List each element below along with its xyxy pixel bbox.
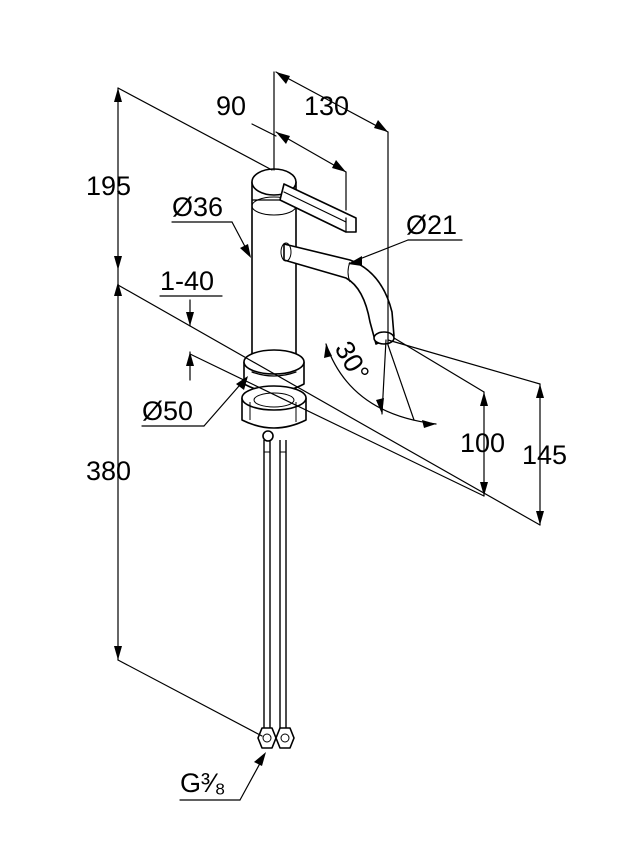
dim-130-label: 130 xyxy=(304,91,349,121)
hose-connectors xyxy=(257,727,295,749)
spout-angle-arc xyxy=(324,339,437,428)
right-dimension-lines xyxy=(387,337,544,526)
reach-dimension-lines xyxy=(251,71,389,346)
extension-line-bottom xyxy=(117,659,263,737)
extension-line-deck xyxy=(117,284,541,526)
supply-hoses xyxy=(263,440,287,730)
left-dimension-line xyxy=(114,87,122,661)
extension-line-base xyxy=(189,353,485,497)
base-diameter-leader xyxy=(141,376,248,427)
dim-1-40-label: 1-40 xyxy=(160,266,214,296)
mounting-nut xyxy=(241,385,307,442)
spout-diameter-leader xyxy=(348,239,463,266)
dim-d50-label: Ø50 xyxy=(142,396,193,426)
extension-line-top xyxy=(117,87,273,171)
dim-g38-label: G³⁄₈ xyxy=(180,768,226,798)
dim-d36-label: Ø36 xyxy=(172,192,223,222)
dim-30deg-label: 30° xyxy=(329,336,375,386)
deck-thickness-markers xyxy=(159,295,223,381)
dim-90-label: 90 xyxy=(216,91,246,121)
spout xyxy=(280,242,395,345)
dim-195-label: 195 xyxy=(86,171,131,201)
thread-leader xyxy=(179,752,266,801)
dim-145-label: 145 xyxy=(522,440,567,470)
dim-100-label: 100 xyxy=(460,428,505,458)
lever-handle xyxy=(279,183,357,233)
body-diameter-leader xyxy=(171,221,251,258)
base-escutcheon xyxy=(243,349,305,393)
dim-380-label: 380 xyxy=(86,456,131,486)
dim-d21-label: Ø21 xyxy=(406,210,457,240)
